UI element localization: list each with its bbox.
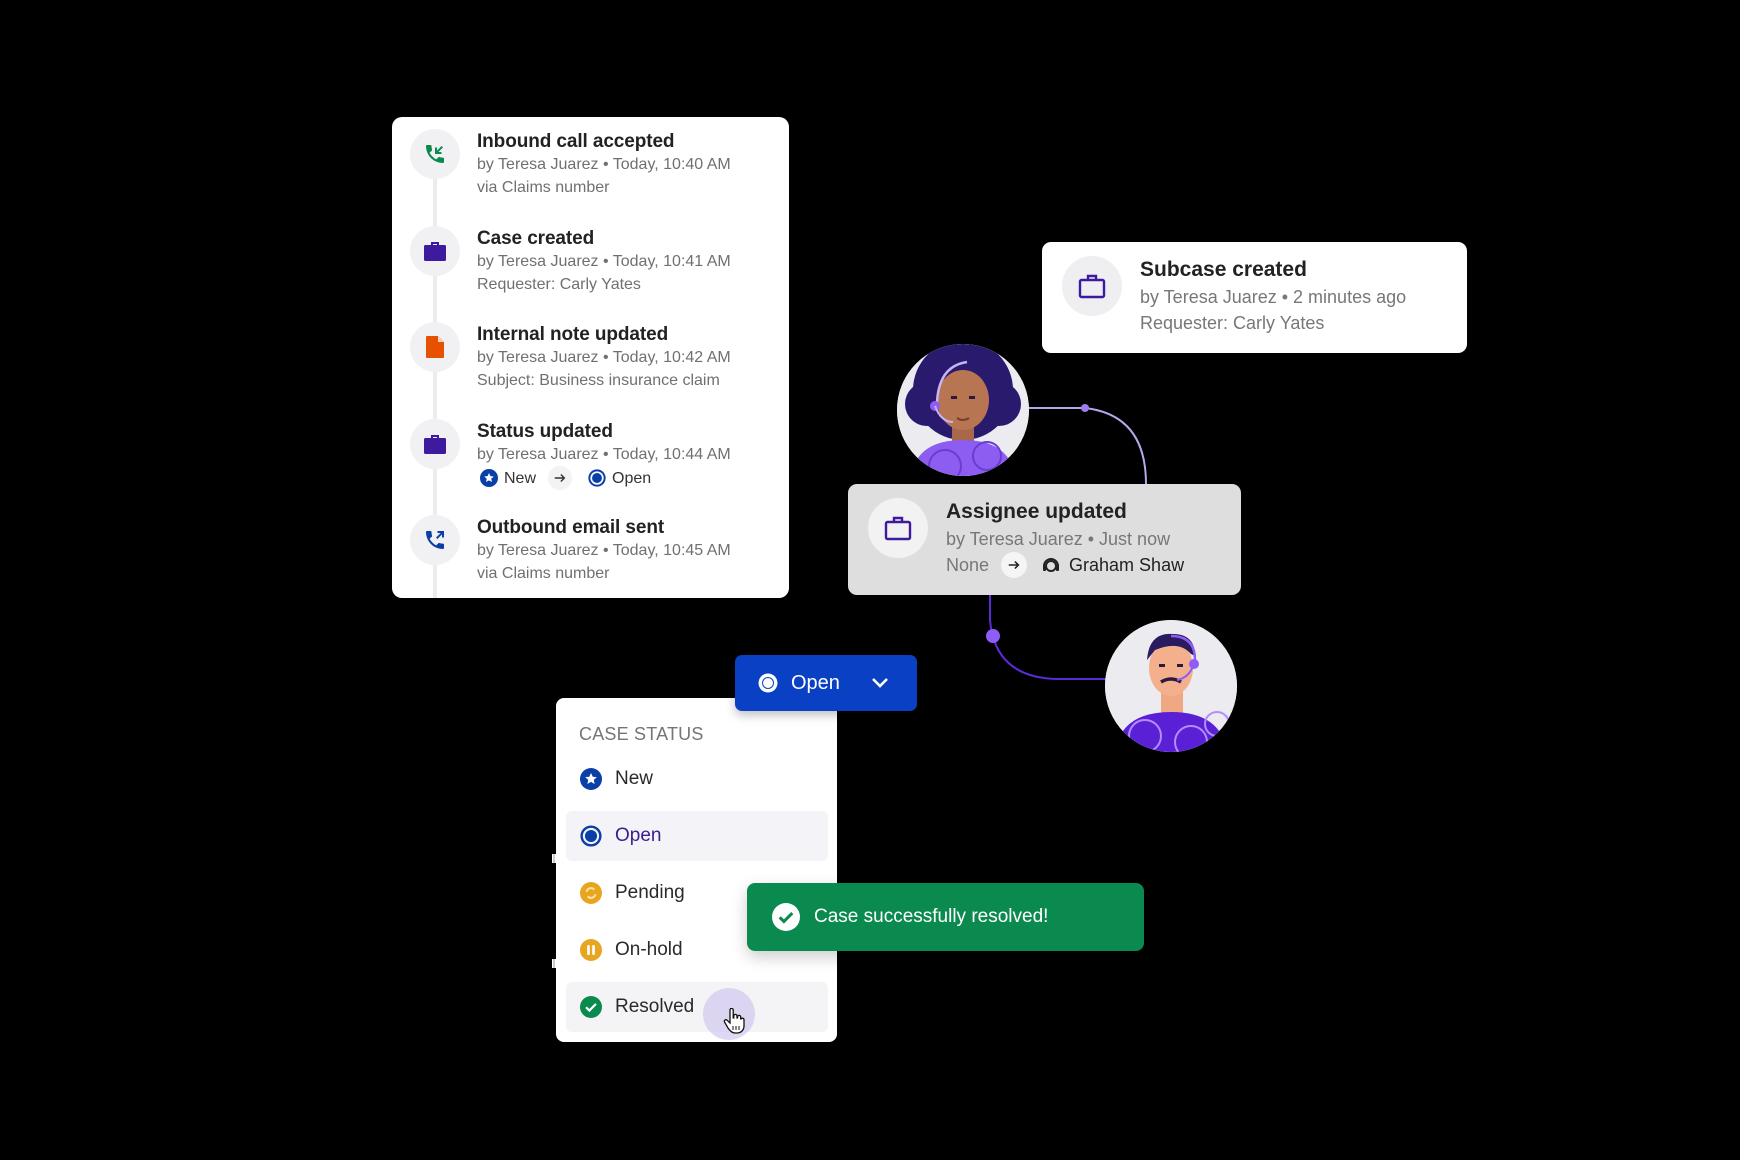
subcase-created-card[interactable]: Subcase created by Teresa Juarez • 2 min…: [1042, 242, 1467, 353]
check-circle-icon: [772, 903, 800, 931]
check-circle-icon: [580, 996, 602, 1018]
assignee-from: None: [946, 555, 990, 575]
briefcase-outline-icon: [1062, 256, 1122, 316]
timeline-item-detail: Subject: Business insurance claim: [477, 372, 720, 389]
status-option-resolved[interactable]: Resolved: [566, 982, 828, 1032]
agent-avatar-teresa: [897, 344, 1029, 476]
open-circle-icon: [580, 825, 602, 847]
briefcase-outline-icon: [868, 498, 928, 558]
assignee-change-row: None Graham Shaw: [946, 552, 1184, 578]
arrow-right-icon: [548, 466, 573, 490]
status-dropdown-label: Open: [791, 671, 840, 694]
assignee-meta: by Teresa Juarez • Just now: [946, 529, 1171, 549]
activity-timeline-card: Inbound call accepted by Teresa Juarez •…: [392, 117, 789, 598]
click-ripple: [703, 988, 755, 1040]
status-change-row: New Open: [480, 466, 731, 490]
timeline-item-title: Internal note updated: [477, 324, 669, 345]
timeline-item-title: Status updated: [477, 421, 613, 442]
open-status-icon: [758, 673, 778, 693]
timeline-item-title: Outbound email sent: [477, 517, 665, 538]
status-to: Open: [588, 467, 651, 490]
assignee-title: Assignee updated: [946, 500, 1127, 523]
headset-agent-icon: [1043, 558, 1060, 572]
status-option-pending[interactable]: Pending: [566, 868, 828, 918]
timeline-item-detail: via Claims number: [477, 179, 610, 196]
case-status-menu: CASE STATUS New Open Pending On-hold Res…: [556, 698, 837, 1042]
timeline-item-inbound-call[interactable]: Inbound call accepted by Teresa Juarez •…: [392, 117, 789, 213]
pending-sync-icon: [580, 882, 602, 904]
status-dropdown-button[interactable]: Open: [735, 655, 917, 711]
open-circle-icon: [588, 469, 606, 487]
agent-avatar-graham: [1105, 620, 1237, 752]
arrow-right-icon: [1001, 552, 1028, 578]
outbound-call-icon: [410, 515, 460, 565]
assignee-to: Graham Shaw: [1041, 552, 1184, 578]
timeline-item-meta: by Teresa Juarez • Today, 10:45 AM: [477, 542, 731, 559]
document-icon: [410, 322, 460, 372]
timeline-item-title: Case created: [477, 228, 595, 249]
hand-cursor-icon: [723, 1007, 745, 1039]
status-from: New: [480, 467, 536, 490]
assignee-updated-card[interactable]: Assignee updated by Teresa Juarez • Just…: [848, 484, 1241, 595]
star-circle-icon: [580, 768, 602, 790]
success-toast: Case successfully resolved!: [747, 883, 1144, 951]
status-option-new[interactable]: New: [566, 754, 828, 804]
inbound-call-icon: [410, 129, 460, 179]
subcase-title: Subcase created: [1140, 258, 1307, 281]
resize-handle[interactable]: [552, 854, 556, 863]
subcase-meta: by Teresa Juarez • 2 minutes ago: [1140, 287, 1407, 307]
timeline-item-detail: Requester: Carly Yates: [477, 276, 641, 293]
timeline-item-status-updated[interactable]: Status updated by Teresa Juarez • Today,…: [392, 407, 789, 503]
timeline-item-outbound-email[interactable]: Outbound email sent by Teresa Juarez • T…: [392, 503, 789, 598]
pause-circle-icon: [580, 939, 602, 961]
timeline-item-case-created[interactable]: Case created by Teresa Juarez • Today, 1…: [392, 214, 789, 310]
timeline-item-meta: by Teresa Juarez • Today, 10:42 AM: [477, 349, 731, 366]
case-status-header: CASE STATUS: [579, 724, 704, 744]
briefcase-icon: [410, 226, 460, 276]
timeline-item-detail: via Claims number: [477, 565, 610, 582]
subcase-detail: Requester: Carly Yates: [1140, 313, 1325, 333]
timeline-rail: [433, 157, 437, 598]
status-option-open[interactable]: Open: [566, 811, 828, 861]
resize-handle[interactable]: [552, 959, 556, 968]
timeline-item-meta: by Teresa Juarez • Today, 10:40 AM: [477, 156, 731, 173]
timeline-item-internal-note[interactable]: Internal note updated by Teresa Juarez •…: [392, 310, 789, 406]
star-circle-icon: [480, 469, 498, 487]
timeline-item-meta: by Teresa Juarez • Today, 10:44 AM: [477, 446, 731, 463]
timeline-item-title: Inbound call accepted: [477, 131, 675, 152]
status-option-on-hold[interactable]: On-hold: [566, 925, 828, 975]
briefcase-icon: [410, 419, 460, 469]
chevron-down-icon: [871, 677, 889, 689]
toast-message: Case successfully resolved!: [814, 906, 1049, 927]
timeline-item-meta: by Teresa Juarez • Today, 10:41 AM: [477, 253, 731, 270]
